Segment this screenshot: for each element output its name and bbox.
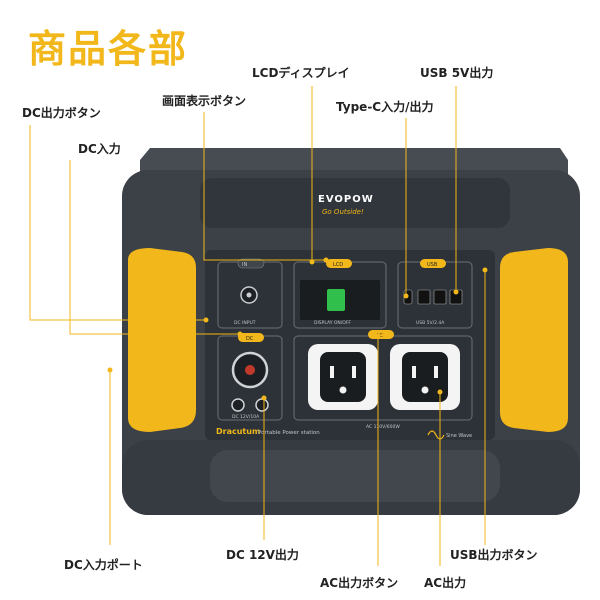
sine-wave-icon: [427, 430, 445, 440]
callout-typec-io: Type-C入力/出力: [336, 100, 434, 114]
page-title: 商品各部: [28, 27, 189, 71]
usb-port-1: [417, 289, 431, 305]
callout-dc-in-port: DC入力ポート: [64, 558, 143, 572]
slogan-label: Go Outside!: [322, 208, 364, 216]
sine-wave-text: Sine Wave: [446, 433, 472, 439]
dc-input-text: DC INPUT: [234, 320, 256, 326]
line-dc-out-button: [29, 125, 206, 321]
brand-label: EVOPOW: [318, 194, 374, 205]
dc-port-right: [255, 398, 269, 412]
model-sub-label: Portable Power station: [258, 430, 320, 436]
ac-spec-text: AC 110V/600W: [366, 424, 400, 430]
ac-button: [368, 330, 394, 339]
display-onoff-text: DISPLAY ON/OFF: [314, 320, 351, 326]
dc-button: [238, 333, 264, 342]
usb-port-2: [433, 289, 447, 305]
model-label: Dracutum: [216, 427, 260, 436]
callout-dc-in: DC入力: [78, 142, 121, 156]
callout-ac-out: AC出力: [424, 576, 467, 590]
handle-recess: [200, 178, 510, 228]
usb-button: [420, 259, 446, 268]
lcd-button: [326, 259, 352, 268]
callout-usb-out-button: USB出力ボタン: [450, 548, 538, 562]
callout-display-button: 画面表示ボタン: [162, 94, 247, 108]
right-grip: [500, 248, 568, 432]
usb-spec-text: USB 5V/2.4A: [416, 320, 445, 326]
lcd-label: LCD: [333, 262, 343, 268]
battery-indicator-icon: [327, 289, 345, 311]
usb-label: USB: [427, 262, 438, 268]
callout-dc-12v-out: DC 12V出力: [226, 548, 299, 562]
line-dc-in: [69, 160, 240, 335]
callout-lcd-display: LCDディスプレイ: [252, 66, 350, 80]
callout-dc-out-button: DC出力ボタン: [22, 106, 101, 120]
callout-usb-5v-out: USB 5V出力: [420, 66, 494, 80]
left-grip: [128, 248, 196, 432]
in-indicator: [237, 258, 265, 269]
base-panel: [210, 450, 500, 502]
dc-label: DC: [246, 336, 254, 342]
in-label: IN: [242, 262, 247, 268]
callout-ac-out-button: AC出力ボタン: [320, 576, 399, 590]
dc-port-left: [231, 398, 245, 412]
line-display-button: [203, 112, 326, 261]
dc-spec-text: DC 12V/10A: [232, 414, 260, 420]
